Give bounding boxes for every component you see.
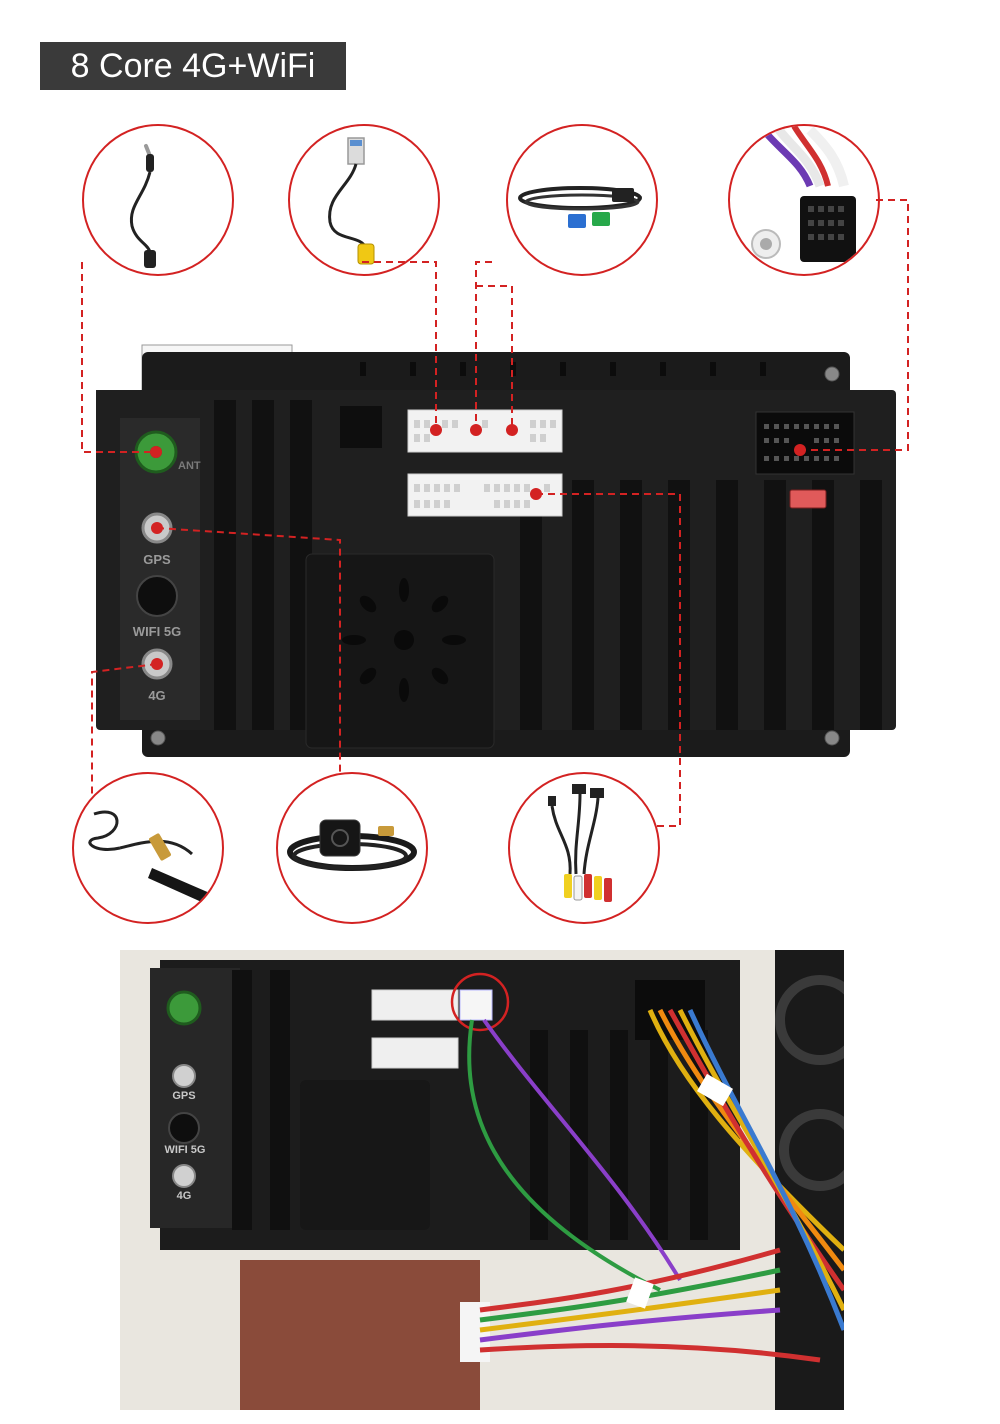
rca-camera-cable-icon <box>288 124 440 276</box>
ant-label: ANT <box>178 460 201 472</box>
installed-wifi-5g-label: WIFI 5G <box>164 1144 206 1156</box>
page-title: 8 Core 4G+WiFi <box>40 42 346 90</box>
installed-gps-label: GPS <box>172 1090 196 1102</box>
fm-radio-adapter-cable-icon <box>82 124 234 276</box>
rca-av-cable-icon <box>508 772 660 924</box>
gps-label: GPS <box>143 552 171 567</box>
installed-4g-label: 4G <box>176 1190 192 1202</box>
wifi-5g-port <box>136 575 178 617</box>
head-unit-rear-panel <box>81 199 909 827</box>
4g-antenna-icon <box>72 772 224 924</box>
wifi-5g-label: WIFI 5G <box>132 624 182 639</box>
gps-antenna-icon <box>276 772 428 924</box>
4g-label: 4G <box>148 688 166 703</box>
iso-wiring-harness-icon <box>728 124 880 276</box>
installed-unit-photo: GPS WIFI 5G 4G <box>120 950 844 1410</box>
usb-cable-icon <box>506 124 658 276</box>
